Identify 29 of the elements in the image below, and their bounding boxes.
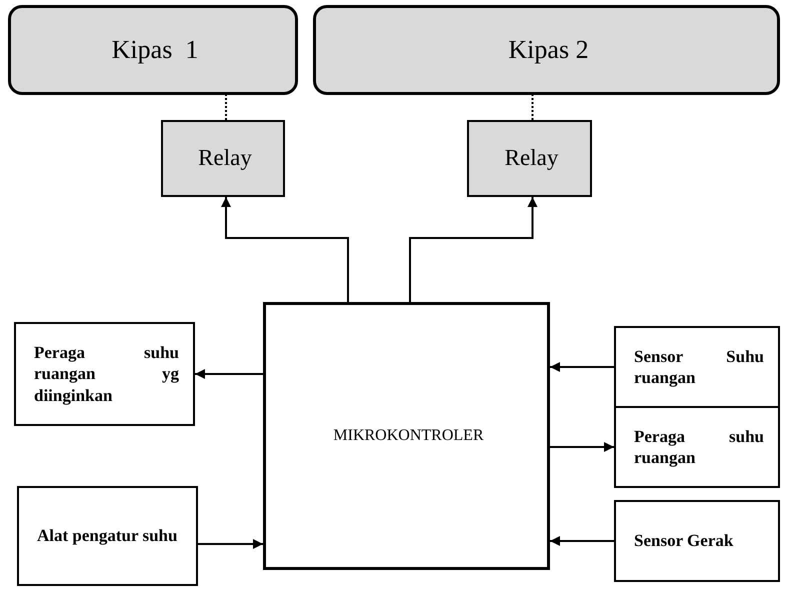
arrow — [221, 197, 349, 302]
arrow — [409, 197, 538, 302]
box-label: Relay — [504, 144, 558, 172]
box-label: Kipas 2 — [508, 34, 589, 66]
dotted-connector — [532, 95, 534, 120]
relay-box — [467, 120, 592, 197]
box-label: Alat pengatur suhu — [37, 525, 178, 547]
fan-box — [313, 5, 780, 95]
microcontroller-box — [263, 302, 550, 570]
control-box — [17, 486, 198, 586]
display-box — [614, 406, 780, 488]
box-label: Peraga suhu ruangan yg diinginkan — [34, 342, 179, 406]
arrow — [550, 536, 614, 546]
arrow — [195, 369, 263, 379]
fan-box — [8, 5, 298, 95]
arrow — [198, 539, 263, 549]
box-label: Peraga suhu ruangan — [634, 426, 764, 468]
sensor-box — [614, 326, 780, 408]
box-label: Relay — [198, 144, 252, 172]
box-label: MIKROKONTROLER — [333, 426, 484, 446]
dotted-connector — [225, 95, 227, 120]
box-label: Sensor Gerak — [634, 530, 734, 552]
box-label: Kipas 1 — [112, 34, 198, 66]
relay-box — [161, 120, 285, 197]
display-box — [14, 322, 195, 426]
arrow — [550, 362, 614, 372]
box-label: Sensor Suhu ruangan — [634, 346, 764, 388]
sensor-box — [614, 500, 780, 582]
arrow — [550, 442, 614, 452]
